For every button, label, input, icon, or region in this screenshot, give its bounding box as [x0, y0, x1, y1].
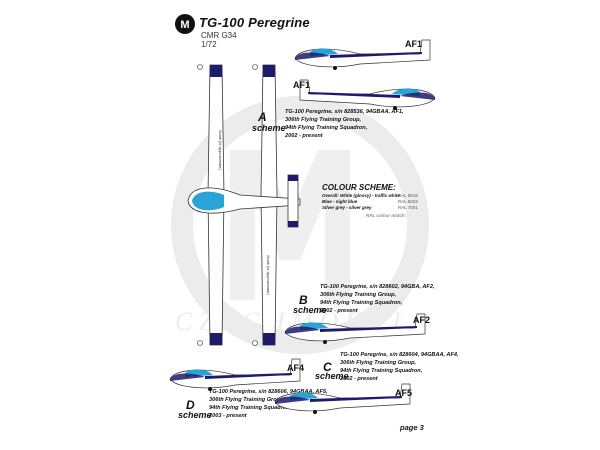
scheme-c-word: scheme	[315, 371, 349, 381]
colour-scheme-line-3: Silver grey - silver grey	[322, 205, 372, 210]
scheme-b-letter: B	[299, 293, 308, 307]
colour-note: RAL colour match:	[366, 213, 407, 218]
colour-scheme-line-1: Overall: White (glossy) - traffic white	[322, 193, 400, 198]
scheme-c-tail-code: AF4	[287, 363, 305, 373]
colour-scheme-title: COLOUR SCHEME:	[322, 183, 396, 192]
scheme-d-caption: TG-100 Peregrine, s/n 828606, 94GBAA, AF…	[209, 389, 328, 419]
scheme-c-letter: C	[323, 360, 332, 374]
sheet-title: TG-100 Peregrine	[199, 15, 310, 30]
scheme-b-tail-code: AF2	[413, 315, 431, 325]
scheme-a-tail-code-right: AF1	[405, 39, 423, 49]
svg-text:M: M	[180, 19, 189, 31]
page-number: page 3	[400, 423, 424, 432]
scheme-d-profile	[274, 383, 411, 414]
scheme-a-tail-code-left: AF1	[293, 80, 311, 90]
scheme-d-tail-code: AF5	[395, 388, 413, 398]
scheme-b-profile	[284, 313, 426, 344]
scheme-a-letter: A	[258, 110, 267, 124]
scheme-b-caption: TG-100 Peregrine, s/n 828602, 94GBA, AF2…	[320, 284, 435, 314]
wing-note-upper: Scale (is approximate)	[218, 130, 223, 170]
scheme-d-word: scheme	[178, 410, 212, 420]
colour-code-1: RAL 9016	[398, 193, 418, 198]
scheme-d-letter: D	[186, 398, 195, 412]
scheme-b-word: scheme	[293, 305, 327, 315]
colour-scheme-line-2: Blue - night blue	[322, 199, 358, 204]
scheme-a-profile-left	[299, 79, 436, 110]
scheme-c-caption: TG-100 Peregrine, s/n 828604, 94GBAA, AF…	[340, 352, 459, 382]
scheme-c-profile	[169, 358, 301, 391]
sheet-subtitle: CMR G34	[201, 31, 237, 40]
wing-note-lower: Scale (is approximate)	[266, 255, 271, 295]
scheme-a-profile-right	[294, 39, 431, 70]
colour-code-3: RAL 7001	[398, 205, 418, 210]
brand-logo-icon: M	[175, 14, 195, 34]
top-view-glider	[187, 64, 301, 346]
colour-code-2: RAL 5022	[398, 199, 418, 204]
scheme-a-word: scheme	[252, 123, 286, 133]
sheet-scale: 1/72	[201, 40, 217, 49]
scheme-a-caption: TG-100 Peregrine, s/n 828536, 94GBAA, AF…	[285, 109, 404, 139]
